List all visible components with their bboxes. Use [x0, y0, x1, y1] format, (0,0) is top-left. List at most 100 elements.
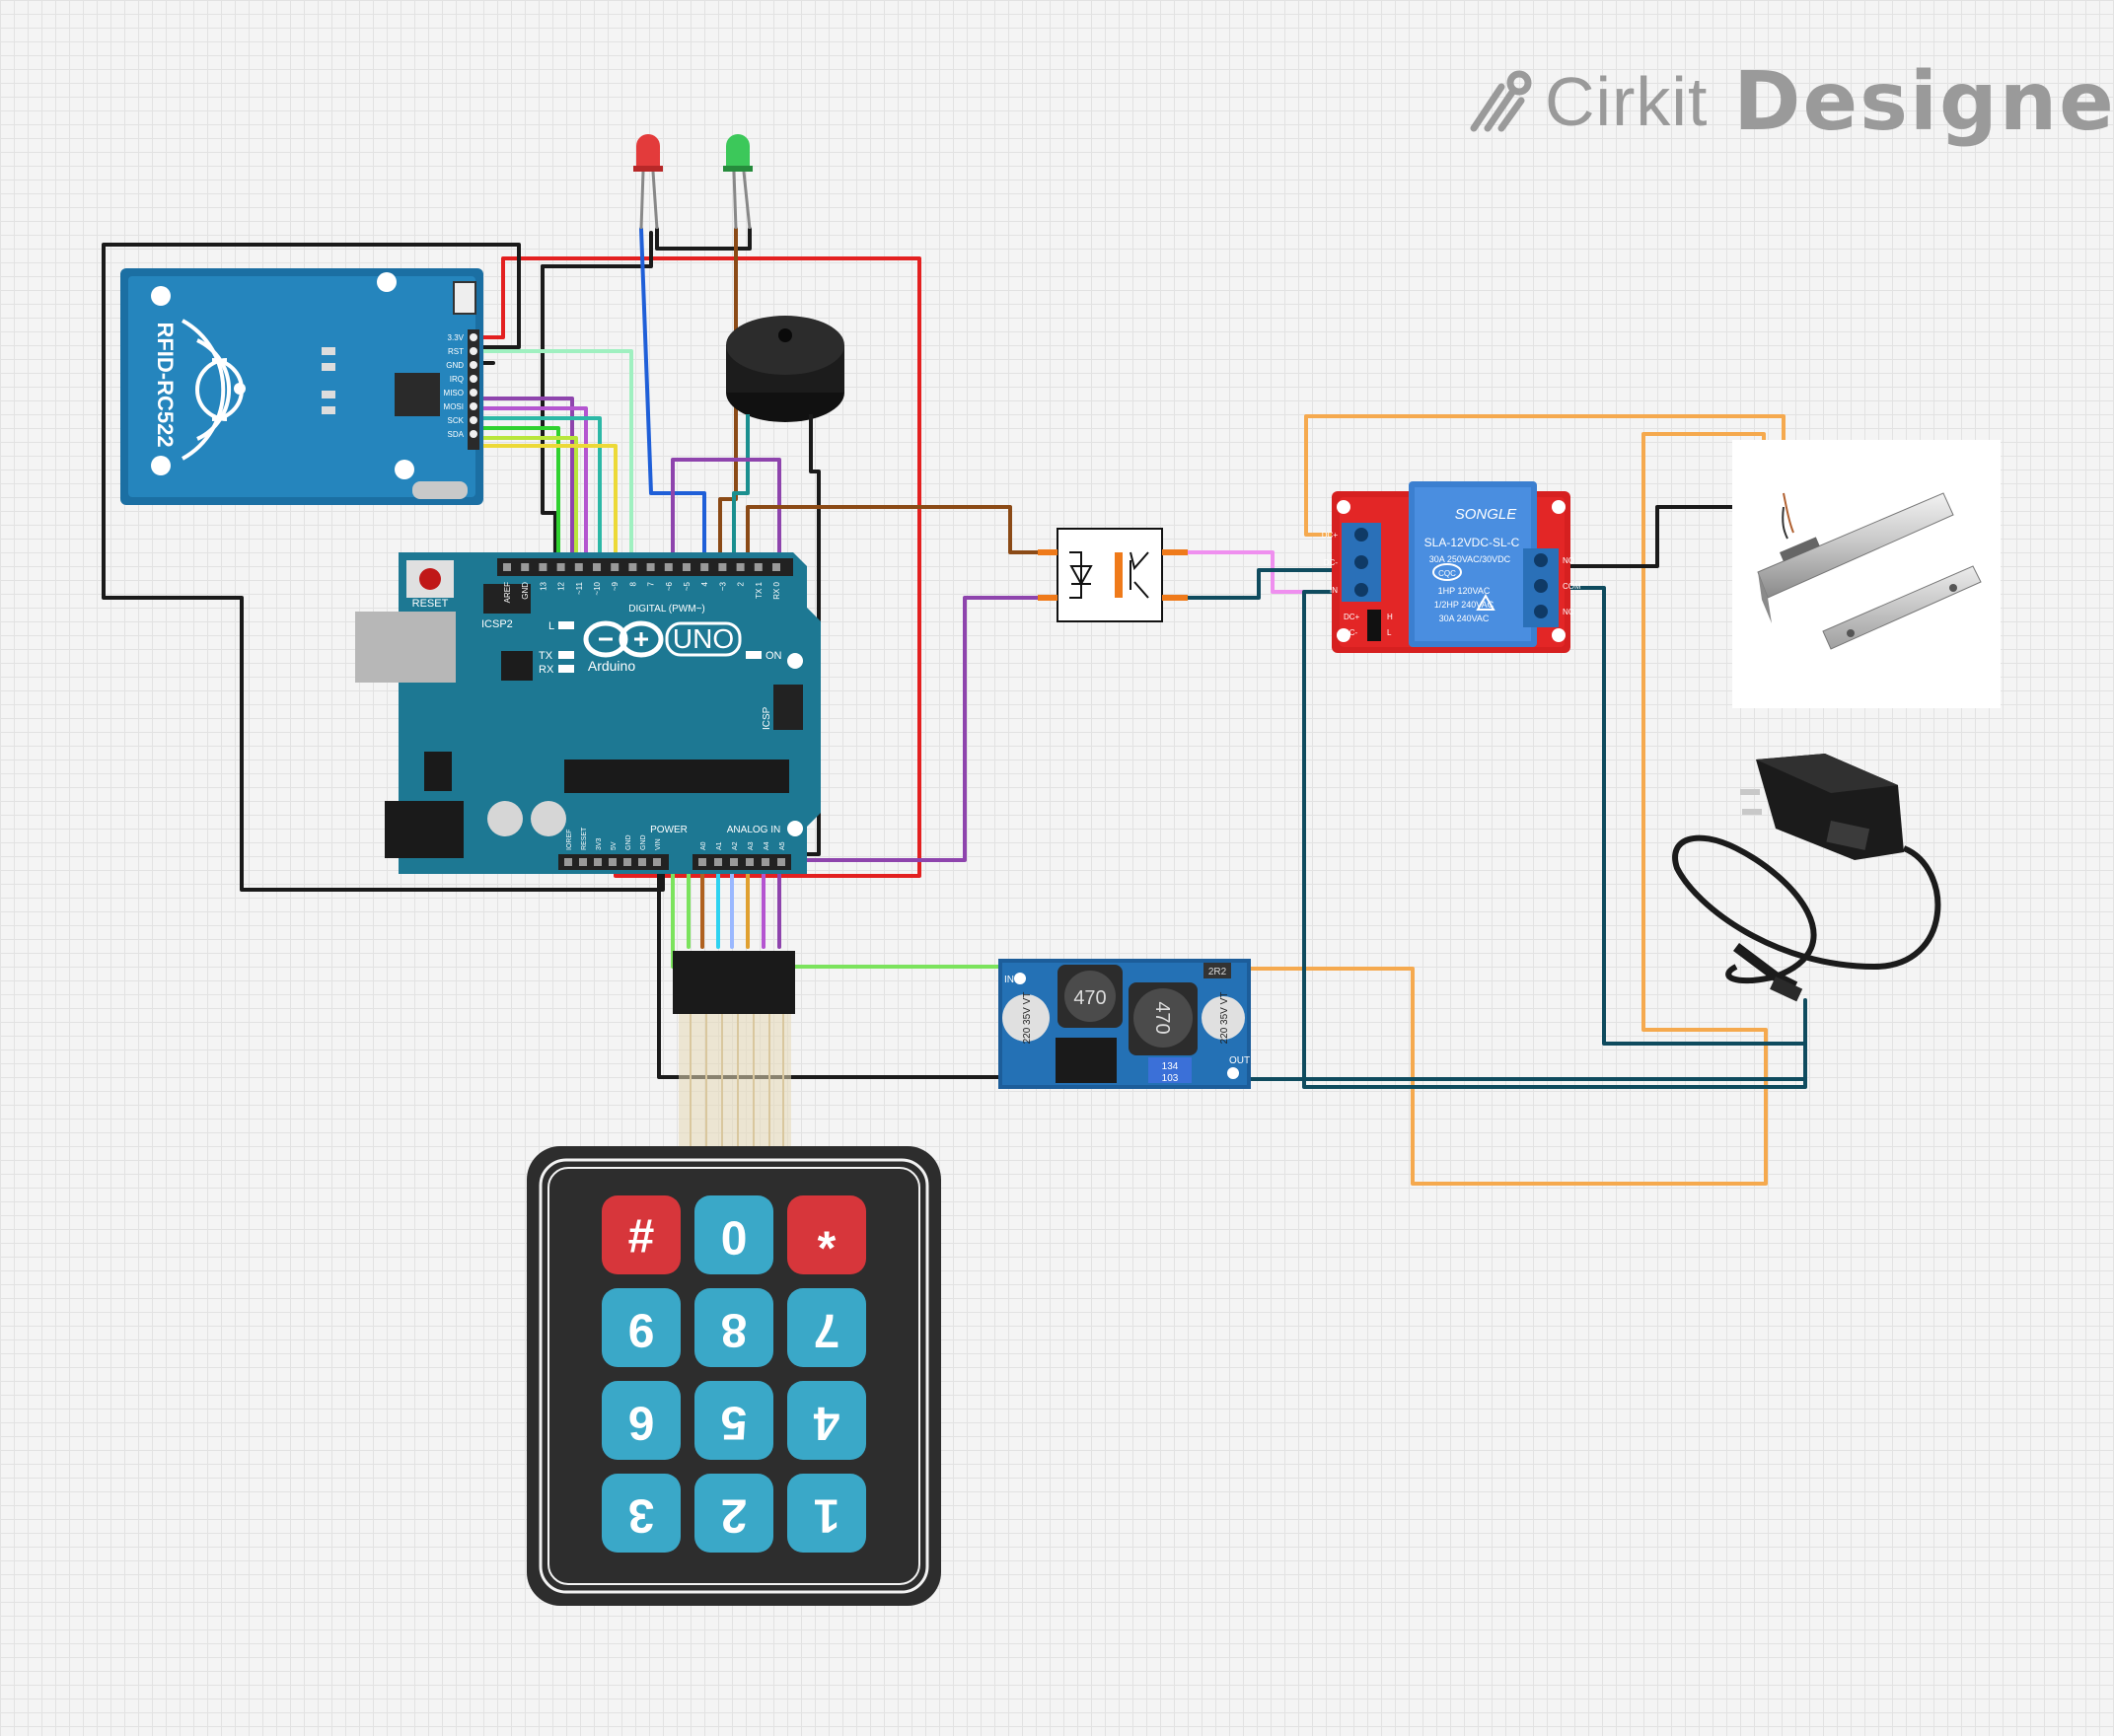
- keypad-key-0[interactable]: 0: [694, 1195, 773, 1274]
- reset-label: RESET: [412, 598, 449, 610]
- keypad-key-hash[interactable]: #: [602, 1195, 681, 1274]
- keypad-key-6[interactable]: 6: [602, 1381, 681, 1460]
- keypad-key-1[interactable]: 1: [787, 1474, 866, 1553]
- wire-teal-relay-down[interactable]: [1302, 590, 1807, 1089]
- header-pin-hole[interactable]: [521, 563, 530, 571]
- header-pin-hole[interactable]: [574, 563, 583, 571]
- wire-black-rfid-gnd2[interactable]: [541, 231, 653, 268]
- header-pin-hole[interactable]: [594, 858, 602, 866]
- header-pin-hole[interactable]: [777, 858, 785, 866]
- led-l-label: L: [548, 620, 554, 632]
- header-pin-hole[interactable]: [646, 563, 655, 571]
- relay-right-pin-label: COM: [1563, 582, 1581, 591]
- keypad-key-2[interactable]: 2: [694, 1474, 773, 1553]
- key-label: 5: [721, 1397, 748, 1449]
- wire-black-gnd-top[interactable]: [470, 264, 557, 566]
- wire-teal-irq[interactable]: [470, 416, 602, 566]
- buzzer[interactable]: [726, 316, 844, 430]
- relay-left-pin-label: DC+: [1322, 531, 1339, 540]
- wire-black-buzzer[interactable]: [787, 428, 821, 856]
- key-label: 7: [814, 1304, 840, 1356]
- header-pin-hole[interactable]: [638, 858, 646, 866]
- wire-yellow[interactable]: [470, 444, 618, 566]
- keypad-key-9[interactable]: 9: [602, 1288, 681, 1367]
- potentiometer[interactable]: [1148, 1057, 1192, 1083]
- wire-black-lock[interactable]: [1537, 505, 1786, 568]
- rfid-pin-label: IRQ: [450, 375, 464, 384]
- header-pin-hole[interactable]: [579, 858, 587, 866]
- header-pin-hole[interactable]: [736, 563, 745, 571]
- wire-blue-red-led[interactable]: [639, 227, 706, 566]
- wire-red-3v3[interactable]: [470, 256, 921, 878]
- keypad-key-7[interactable]: 7: [787, 1288, 866, 1367]
- keypad-key-5[interactable]: 5: [694, 1381, 773, 1460]
- cirkit-designer-logo: Cirkit Designer: [1468, 55, 2114, 149]
- wire-orange-right[interactable]: [1247, 432, 1768, 1186]
- header-pin-hole[interactable]: [611, 563, 620, 571]
- header-pin-hole[interactable]: [556, 563, 565, 571]
- header-pin-hole[interactable]: [698, 858, 706, 866]
- wire-lime-rst[interactable]: [470, 436, 578, 566]
- rfid-label: RFID-RC522: [153, 322, 178, 447]
- header-pin-hole[interactable]: [754, 563, 763, 571]
- rfid-pin-label: GND: [446, 361, 464, 370]
- header-pin-hole[interactable]: [593, 563, 601, 571]
- header-pin-hole[interactable]: [700, 563, 709, 571]
- wire-black-rfid-gnd[interactable]: [102, 243, 665, 892]
- optocoupler[interactable]: [1038, 528, 1188, 622]
- relay-brand: SONGLE: [1455, 506, 1518, 523]
- header-pin-hole[interactable]: [539, 563, 547, 571]
- relay-module[interactable]: SONGLE SLA-12VDC-SL-C 30A 250VAC/30VDC C…: [1322, 481, 1581, 653]
- header-pin-hole[interactable]: [762, 858, 769, 866]
- wire-brown-opto[interactable]: [746, 505, 1042, 566]
- wire-purple-mosi[interactable]: [470, 406, 588, 566]
- magnetic-lock[interactable]: [1732, 440, 2001, 708]
- header-pin-hole[interactable]: [609, 858, 617, 866]
- header-pin-hole[interactable]: [623, 858, 631, 866]
- green-led[interactable]: [723, 134, 753, 230]
- wire-black-buck[interactable]: [657, 854, 1004, 1079]
- digital-pin-label: ~5: [683, 581, 692, 591]
- keypad-key-4[interactable]: 4: [787, 1381, 866, 1460]
- relay-jumper-label: DC-: [1344, 628, 1358, 637]
- buck-out-label: OUT: [1229, 1055, 1250, 1066]
- keypad-key-star[interactable]: *: [787, 1195, 866, 1275]
- key-face: [787, 1288, 866, 1367]
- header-pin-hole[interactable]: [628, 563, 637, 571]
- header-pin-hole[interactable]: [503, 563, 511, 571]
- wire-mint-miso[interactable]: [470, 349, 633, 566]
- wire-teal-relay-in[interactable]: [1186, 568, 1351, 600]
- keypad-key-3[interactable]: 3: [602, 1474, 681, 1553]
- header-pin-hole[interactable]: [772, 563, 780, 571]
- digital-pin-label: ~9: [611, 581, 620, 591]
- wire-purple-sck[interactable]: [470, 397, 574, 566]
- digital-pin-label: GND: [521, 582, 530, 600]
- buck-converter[interactable]: 470 470 220 35V VT 220 35V VT 134 103 2R…: [998, 959, 1251, 1089]
- wire-teal-nc[interactable]: [1537, 586, 1807, 1046]
- power-adapter[interactable]: [1672, 754, 1941, 1002]
- led-tx-label: TX: [539, 650, 553, 662]
- relay-left-pin-label: IN: [1330, 586, 1338, 595]
- header-pin-hole[interactable]: [664, 563, 673, 571]
- icsp2-header: [483, 584, 531, 614]
- key-label: 8: [721, 1304, 748, 1356]
- red-led[interactable]: [633, 134, 663, 230]
- header-pin-hole[interactable]: [564, 858, 572, 866]
- keypad-key-8[interactable]: 8: [694, 1288, 773, 1367]
- header-pin-hole[interactable]: [746, 858, 754, 866]
- relay-jumper[interactable]: [1367, 610, 1381, 641]
- digital-pin-label: ~11: [575, 581, 584, 595]
- header-pin-hole[interactable]: [683, 563, 691, 571]
- header-pin-hole[interactable]: [653, 858, 661, 866]
- key-label: 9: [628, 1304, 655, 1356]
- header-pin-hole[interactable]: [718, 563, 727, 571]
- arduino-logo-icon: [583, 620, 664, 658]
- header-pin-hole[interactable]: [730, 858, 738, 866]
- icsp-header: [773, 685, 803, 730]
- header-pin-hole[interactable]: [714, 858, 722, 866]
- wire-black-leds[interactable]: [655, 227, 752, 251]
- wire-green-sda[interactable]: [470, 426, 560, 566]
